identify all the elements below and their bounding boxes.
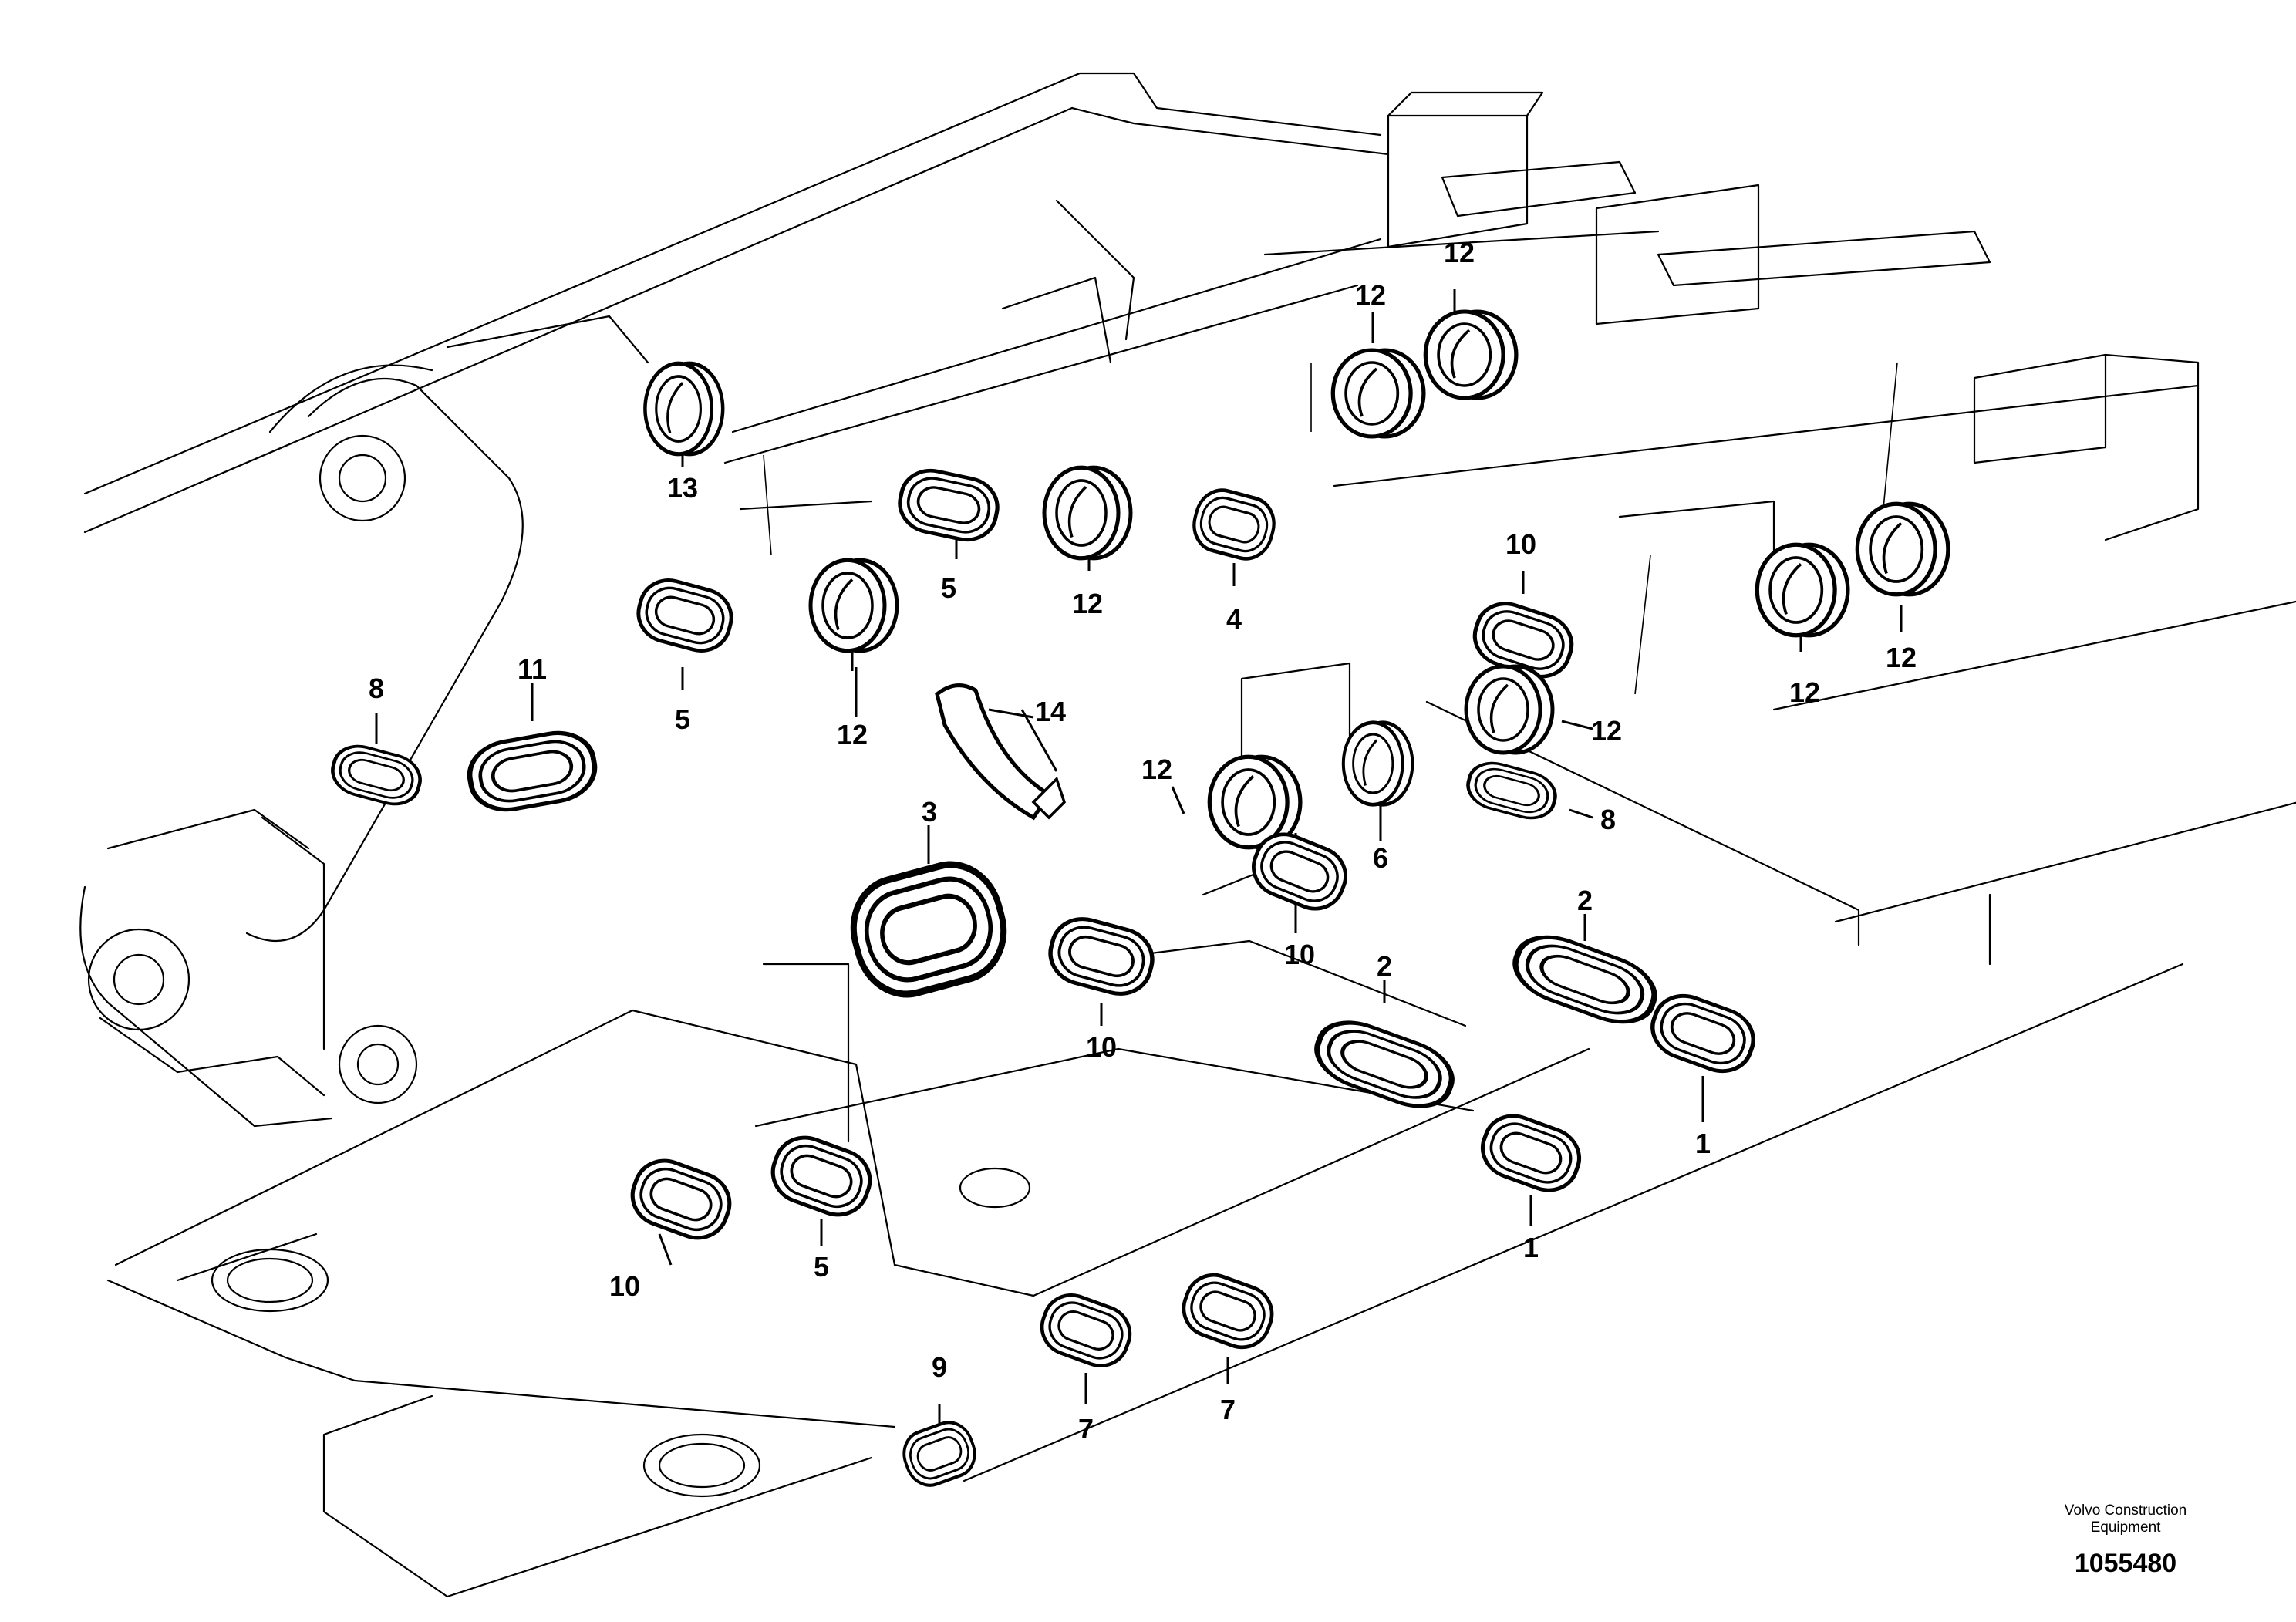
grommet-12-top-center [1044,467,1131,558]
callout-11: 11 [518,653,547,685]
callout-12-b: 12 [1355,279,1386,311]
drawing-number: 1055480 [2074,1549,2177,1578]
callout-14: 14 [1035,696,1066,727]
grommet-5-top [895,465,1003,545]
callout-10-bottom: 10 [609,1270,640,1302]
callout-12-a: 12 [1444,237,1475,268]
callout-4: 4 [1226,603,1242,635]
grommet-9 [898,1416,982,1492]
callout-5-top: 5 [941,572,956,604]
grommet-1-mid [1475,1108,1587,1199]
callout-12-c: 12 [1072,588,1103,619]
callout-5-left: 5 [675,703,690,735]
callout-labels: 13 12 12 5 12 4 10 12 12 12 8 5 12 14 8 … [369,237,1917,1445]
grommet-5-left [632,574,738,657]
grommet-12-top-right-a [1425,312,1516,398]
grommet-2-right [1507,926,1663,1034]
callout-3: 3 [922,796,937,828]
grommet-12-right-mid [1466,666,1553,753]
grommet-3 [842,854,1016,1005]
callout-12-d: 12 [1789,676,1820,708]
callout-10-center: 10 [1284,939,1315,970]
grommet-12-top-right-b [1333,350,1424,437]
callout-8-left: 8 [369,673,384,704]
grommet-5-bottom [764,1129,878,1223]
callout-12-h: 12 [1141,754,1172,785]
callout-9: 9 [932,1351,947,1383]
callout-6: 6 [1373,842,1388,874]
grommet-6 [1344,723,1413,804]
callout-12-e: 12 [1886,642,1917,673]
grommet-2-mid [1309,1012,1460,1118]
callout-1-right: 1 [1695,1128,1711,1159]
grommet-13 [645,363,723,454]
grommet-12-left [811,560,897,651]
callout-13: 13 [667,472,698,504]
callout-12-f: 12 [1591,715,1622,747]
grommet-12-right-b [1857,504,1948,595]
callout-8-right: 8 [1600,804,1616,835]
grommet-parts [328,312,1948,1492]
callout-2-mid: 2 [1377,950,1392,982]
callout-7-left: 7 [1078,1413,1094,1445]
grommet-8-left [328,740,425,810]
callout-10-mid: 10 [1086,1031,1117,1063]
grommet-10-mid [1043,912,1158,1000]
manufacturer-label: Volvo Construction Equipment [2064,1502,2187,1536]
grommet-7-left [1034,1287,1138,1374]
callout-10-top: 10 [1505,528,1536,560]
callout-2-right: 2 [1577,885,1593,916]
grommet-7-right [1176,1267,1279,1355]
grommet-8-right [1463,757,1559,824]
hose-14 [935,683,1067,821]
machine-frame-outline [79,72,2296,1598]
grommet-12-right-a [1757,545,1848,636]
callout-1-mid: 1 [1523,1232,1539,1263]
grommet-1-right [1644,987,1761,1080]
grommet-11 [465,727,600,816]
grommet-4 [1188,484,1279,564]
callout-leader-lines [375,289,1903,1435]
callout-7-right: 7 [1220,1394,1236,1425]
grommet-10-bottom [624,1152,737,1246]
callout-5-bottom: 5 [814,1251,829,1283]
callout-12-g: 12 [837,719,868,750]
